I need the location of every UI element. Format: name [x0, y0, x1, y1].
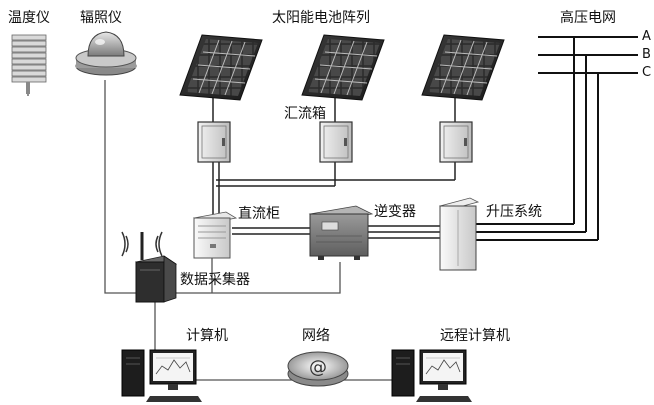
step-up-system-icon	[438, 197, 480, 271]
network-label: 网络	[302, 328, 330, 344]
combiner-box-3	[439, 121, 473, 163]
solar-panel-2	[301, 34, 385, 101]
network-icon: @	[287, 351, 349, 387]
dc-wiring	[212, 98, 456, 239]
grid-label: 高压电网	[560, 10, 616, 26]
computer-label: 计算机	[186, 328, 228, 344]
pyranometer-label: 辐照仪	[80, 10, 122, 26]
phase-b-label: B	[642, 47, 651, 62]
combiner-box-2	[319, 121, 353, 163]
inverter-icon	[308, 205, 374, 260]
dc-cabinet-label: 直流柜	[238, 206, 280, 222]
solar-array-label: 太阳能电池阵列	[272, 10, 370, 26]
thermometer-label: 温度仪	[8, 10, 50, 26]
phase-a-label: A	[642, 29, 651, 44]
data-collector-icon	[121, 231, 178, 303]
dc-cabinet-icon	[192, 211, 238, 259]
data-collector-label: 数据采集器	[180, 272, 250, 288]
pyranometer-icon	[75, 31, 137, 76]
remote-computer-label: 远程计算机	[440, 328, 510, 344]
step-up-label: 升压系统	[486, 204, 542, 220]
inverter-label: 逆变器	[374, 204, 416, 220]
combiner-box-1	[197, 121, 231, 163]
solar-panel-1	[179, 34, 263, 101]
grid-lines	[470, 36, 638, 241]
combiner-box-label: 汇流箱	[284, 106, 326, 122]
solar-panel-3	[421, 34, 505, 101]
thermometer-icon	[11, 34, 47, 94]
remote-computer-icon	[391, 349, 472, 402]
phase-c-label: C	[642, 65, 652, 80]
svg-text:@: @	[309, 357, 327, 378]
computer-icon	[121, 349, 202, 402]
